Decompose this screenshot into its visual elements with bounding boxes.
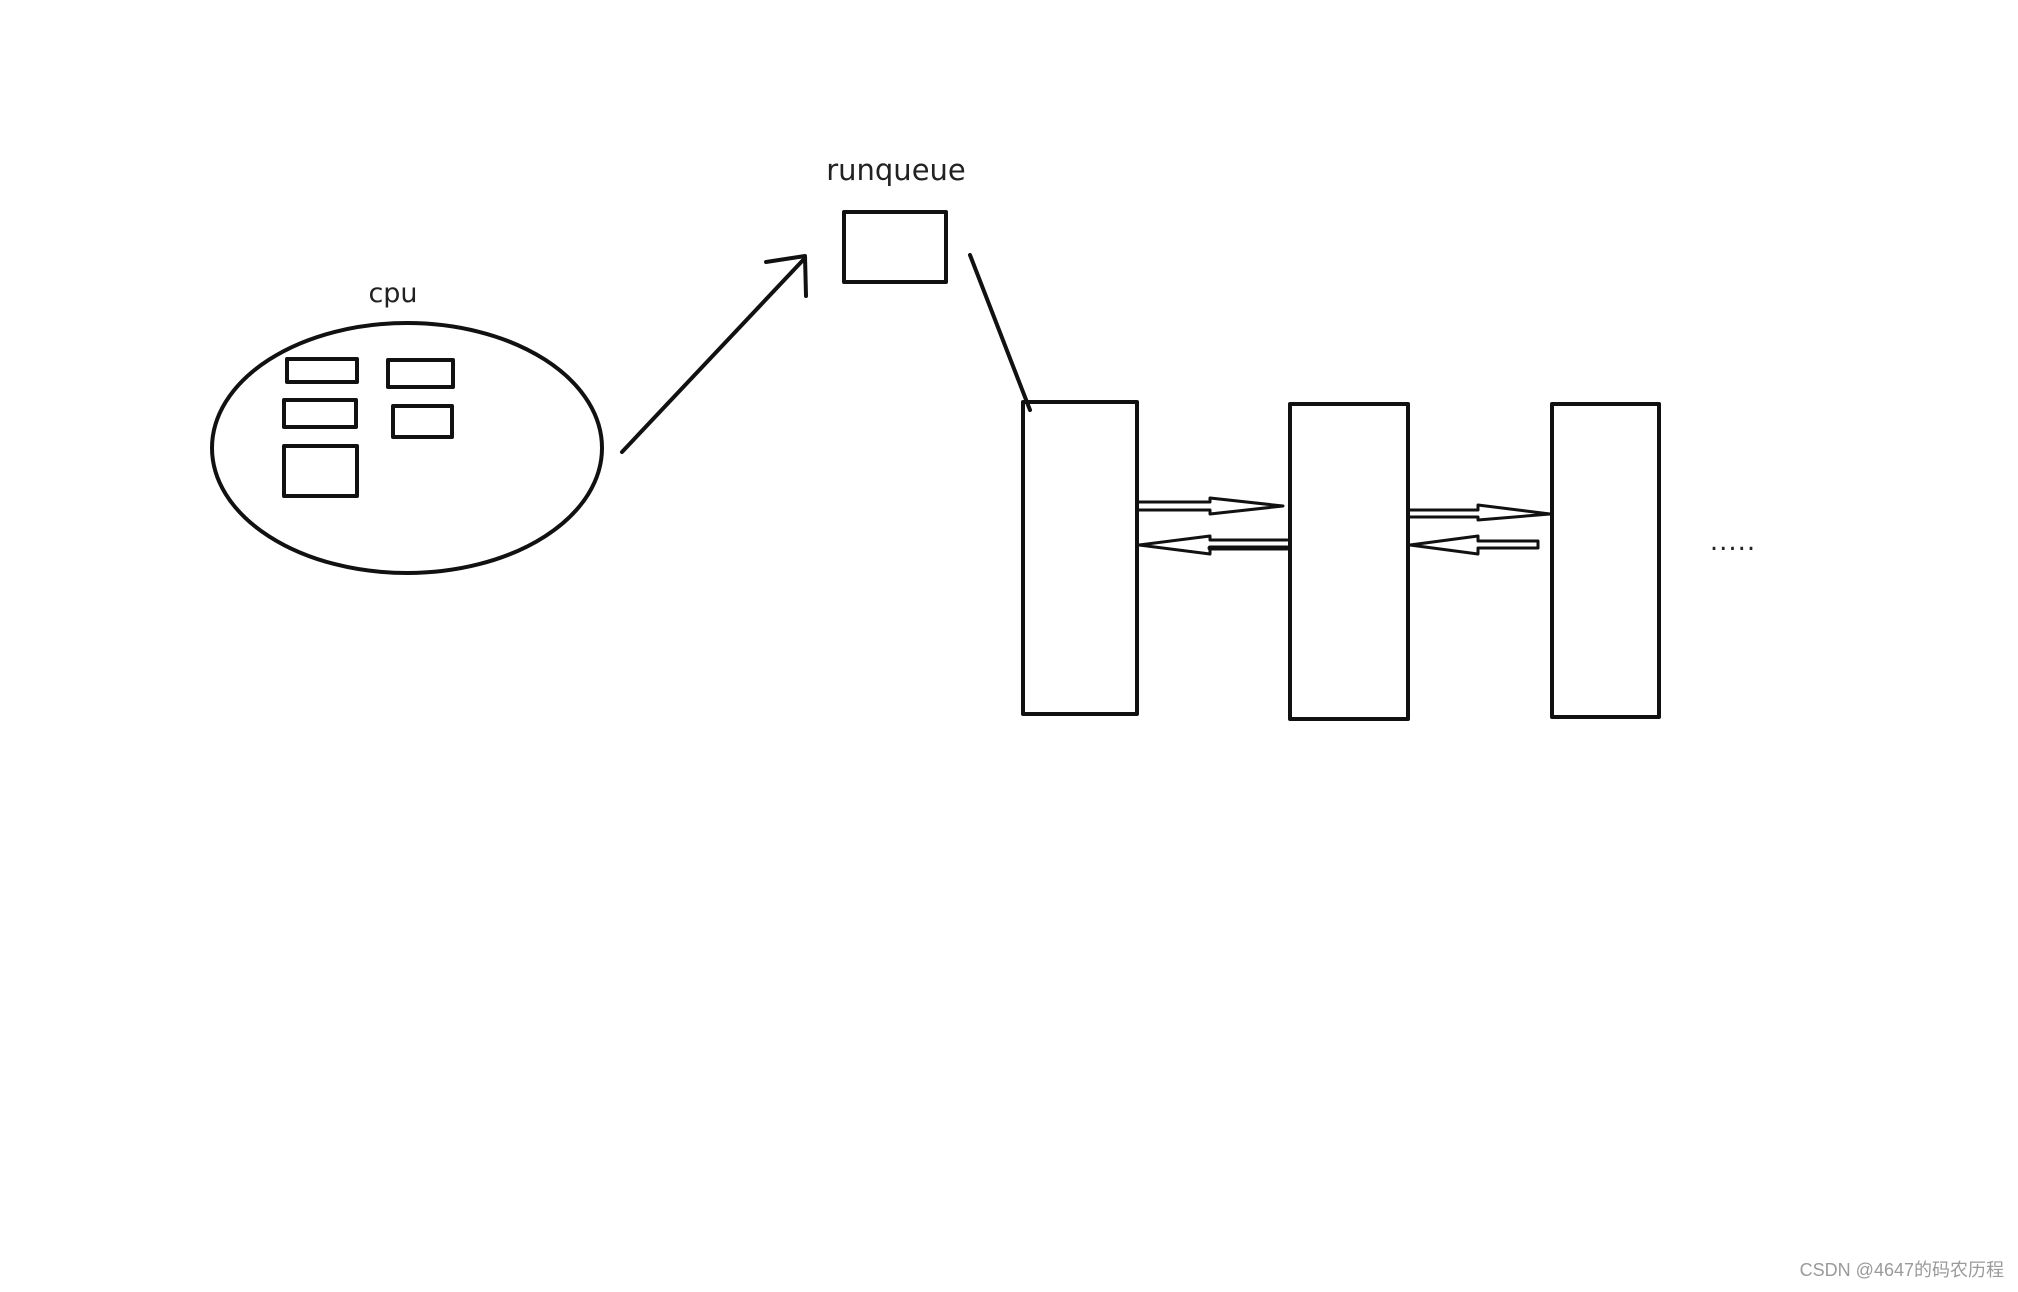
link-node1-node2 [1137, 496, 1290, 556]
process-node-3 [1550, 402, 1661, 719]
cpu-to-runqueue-arrow [620, 254, 808, 454]
process-node-2 [1288, 402, 1410, 721]
cpu-label: cpu [368, 278, 417, 309]
cpu-block-4 [391, 404, 454, 439]
watermark: CSDN @4647的码农历程 [1799, 1260, 2004, 1280]
runqueue-label: runqueue [826, 153, 966, 187]
runqueue-group: runqueue [826, 153, 966, 284]
cpu-block-1 [285, 357, 359, 384]
process-node-1 [1021, 400, 1139, 716]
runqueue-box [842, 210, 948, 284]
cpu-block-3 [282, 398, 358, 429]
runqueue-to-node-line [968, 253, 1032, 412]
continuation-ellipsis: ..... [1710, 527, 1756, 557]
cpu-ellipse [210, 321, 604, 575]
cpu-block-5 [282, 444, 359, 498]
cpu-group: cpu [210, 278, 604, 575]
link-node2-node3 [1407, 503, 1552, 556]
cpu-block-2 [386, 358, 455, 389]
